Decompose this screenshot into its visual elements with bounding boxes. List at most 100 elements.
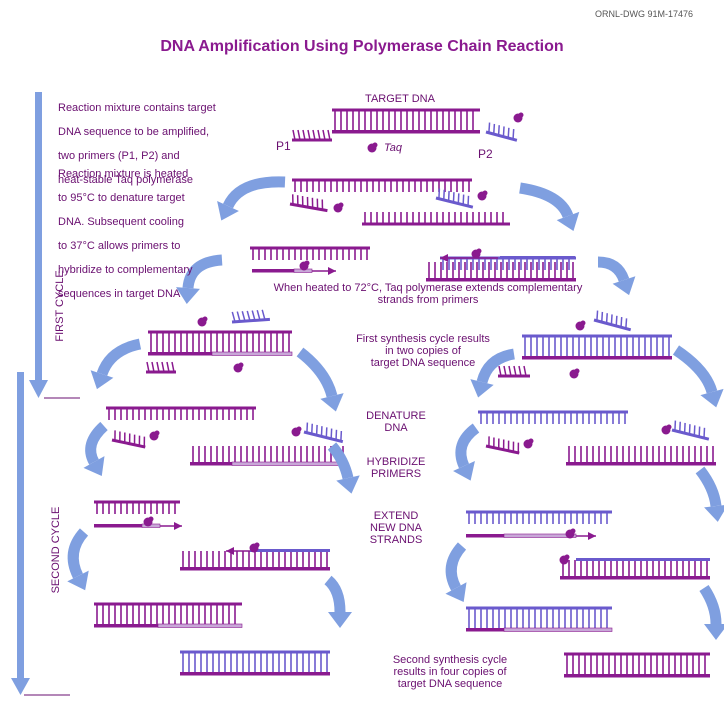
caption-line: DNA sequence to be amplified, [58, 126, 210, 138]
primer-tooth [138, 435, 141, 446]
flow-arrowhead [83, 456, 105, 476]
caption-heat: Reaction mixture is heated to 95°C to de… [58, 156, 193, 312]
caption-line: Reaction mixture contains target [58, 102, 216, 114]
extension-arrowhead [226, 547, 234, 555]
strand-backbone-top [466, 606, 612, 610]
primer-p2-label: P2 [478, 147, 493, 161]
caption-extend: When heated to 72°C, Taq polymerase exte… [218, 282, 638, 306]
primer-tooth [302, 129, 306, 141]
primer-tooth [596, 310, 599, 321]
flow-arrowhead [217, 200, 239, 221]
primer-tooth [498, 365, 502, 377]
primer-tooth [297, 129, 301, 141]
primer-backbone [292, 138, 332, 142]
flow-arrow [96, 338, 142, 377]
strand-backbone-bottom [564, 674, 710, 678]
taq-polymerase-blob-part [476, 248, 482, 254]
primer-tooth [513, 365, 517, 377]
flow-arrowhead [700, 388, 724, 408]
caption-line: sequences in target DNA [58, 288, 181, 300]
primer-tooth [306, 196, 309, 208]
taq-label: Taq [384, 142, 402, 154]
new-top-strand [250, 549, 330, 552]
primer-p1-free [146, 361, 176, 374]
primer-tooth [688, 424, 691, 435]
primer-p1-bound [111, 430, 146, 449]
label-line: EXTEND [373, 510, 419, 522]
primer-tooth [703, 427, 706, 439]
flow-arrow [85, 421, 108, 465]
flow-arrow [672, 345, 718, 394]
primer-tooth [512, 441, 515, 452]
label-line: DENATURE [366, 410, 426, 422]
caption-line: to 95°C to denature target [58, 192, 185, 204]
primer-tooth [171, 361, 175, 373]
primer-p1-bound [289, 194, 328, 213]
primer-tooth [507, 440, 510, 451]
primer-tooth [615, 315, 618, 327]
primer-backbone [593, 318, 632, 332]
primer-tooth [306, 422, 309, 433]
target-dna-label: TARGET DNA [365, 93, 435, 105]
flow-arrowhead [470, 379, 494, 398]
flow-arrow-right [597, 256, 630, 283]
bottom-strand [560, 576, 710, 580]
taq-polymerase-blob-part [254, 542, 260, 548]
primer-backbone [289, 202, 328, 213]
primer-tooth [325, 427, 328, 438]
primer-tooth [251, 310, 256, 321]
new-top-strand [576, 558, 710, 561]
first-cycle-timeline-arrowhead [29, 380, 48, 398]
primer-tooth [502, 439, 505, 450]
primer-tooth [507, 127, 510, 139]
primer-tooth [123, 432, 126, 443]
primer-tooth [307, 129, 311, 141]
template-strand-left [250, 246, 370, 260]
strand-backbone-bottom [180, 672, 330, 676]
primer-tooth [236, 311, 241, 322]
primer-tooth [600, 311, 604, 323]
strand-backbone-new [157, 623, 243, 628]
primer-tooth [674, 420, 677, 431]
second-cycle-timeline-arrow [17, 372, 24, 678]
primer-tooth [502, 126, 505, 137]
primer-tooth [330, 428, 333, 439]
caption-line: results in four copies of [393, 666, 507, 678]
primer-backbone [671, 428, 710, 441]
flow-arrowhead [176, 287, 200, 304]
primer-tooth [241, 311, 246, 322]
primer-tooth [312, 129, 316, 141]
primer-tooth [161, 361, 165, 373]
primer-p1 [292, 129, 332, 142]
primer-tooth [625, 318, 628, 329]
primer-tooth [493, 437, 495, 448]
second-cycle-strand [106, 406, 256, 420]
primer-tooth [166, 361, 170, 373]
strand-backbone [292, 178, 472, 182]
primer-tooth [320, 426, 323, 437]
primer-tooth [488, 122, 491, 133]
extension-arrowhead [588, 532, 596, 540]
strand-backbone-bottom [94, 624, 158, 628]
second-cycle-strand [478, 410, 628, 424]
primer-tooth [316, 198, 319, 209]
primer-backbone [435, 196, 474, 209]
new-strand-growing [503, 533, 577, 538]
primer-backbone [146, 370, 176, 374]
taq-polymerase-blob-part [528, 438, 534, 444]
flow-arrowhead [704, 505, 724, 522]
taq-polymerase-blob-part [570, 528, 576, 534]
strand-backbone-new [211, 351, 293, 356]
caption-line: two primers (P1, P2) and [58, 150, 180, 162]
template-strand [94, 500, 180, 514]
flow-arrowhead [612, 276, 636, 296]
copy-b-duplex [180, 650, 330, 676]
primer-tooth [340, 430, 343, 442]
primer-start [252, 269, 294, 273]
taq-polymerase-blob-part [338, 202, 344, 208]
strand-backbone-bottom [148, 352, 212, 356]
label-line: DNA [384, 422, 408, 434]
strand-segment [566, 462, 716, 466]
